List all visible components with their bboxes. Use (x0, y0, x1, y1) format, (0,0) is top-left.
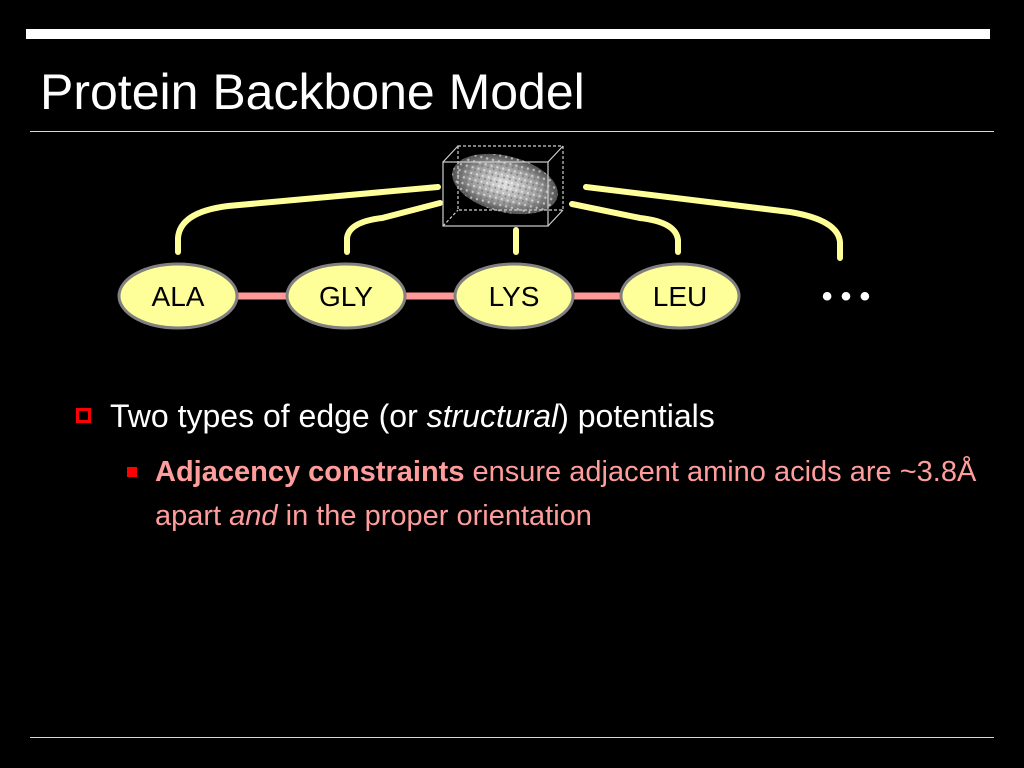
protein-structure-cube (442, 145, 564, 227)
bullet1-prefix: Two types of edge (or (110, 398, 427, 434)
node-gly: GLY (285, 262, 407, 330)
bullet2-bold: Adjacency constraints (155, 456, 465, 488)
footer-divider (30, 737, 994, 738)
title-top-bar (26, 29, 990, 39)
bullet1-italic: structural (426, 398, 559, 434)
bullet2-text1: ensure adjacent amino acids are ~3.8Å ap… (155, 456, 977, 532)
structural-edge-leu (569, 201, 681, 255)
hollow-square-bullet-icon (76, 408, 91, 423)
title-divider (30, 131, 994, 132)
structural-edge-more (583, 184, 843, 261)
bullet-adjacency-constraints: Adjacency constraints ensure adjacent am… (127, 450, 1007, 538)
continuation-ellipsis: • • • (822, 280, 870, 313)
node-lys: LYS (453, 262, 575, 330)
bullet2-italic: and (229, 500, 278, 532)
filled-square-bullet-icon (127, 467, 137, 477)
node-label-leu: LEU (653, 281, 707, 312)
node-leu: LEU (619, 262, 741, 330)
bullet1-suffix: ) potentials (558, 398, 715, 434)
slide-title: Protein Backbone Model (40, 64, 585, 120)
node-label-gly: GLY (319, 281, 373, 312)
structural-edge-gly (344, 200, 443, 255)
bullet2-text2: in the proper orientation (277, 500, 592, 532)
node-ala: ALA (117, 262, 239, 330)
structural-edge-ala (175, 184, 441, 255)
node-label-ala: ALA (152, 281, 205, 312)
node-label-lys: LYS (489, 281, 540, 312)
structural-edges (175, 184, 843, 261)
protein-backbone-diagram: ALA GLY LYS LEU • • • (117, 145, 870, 330)
